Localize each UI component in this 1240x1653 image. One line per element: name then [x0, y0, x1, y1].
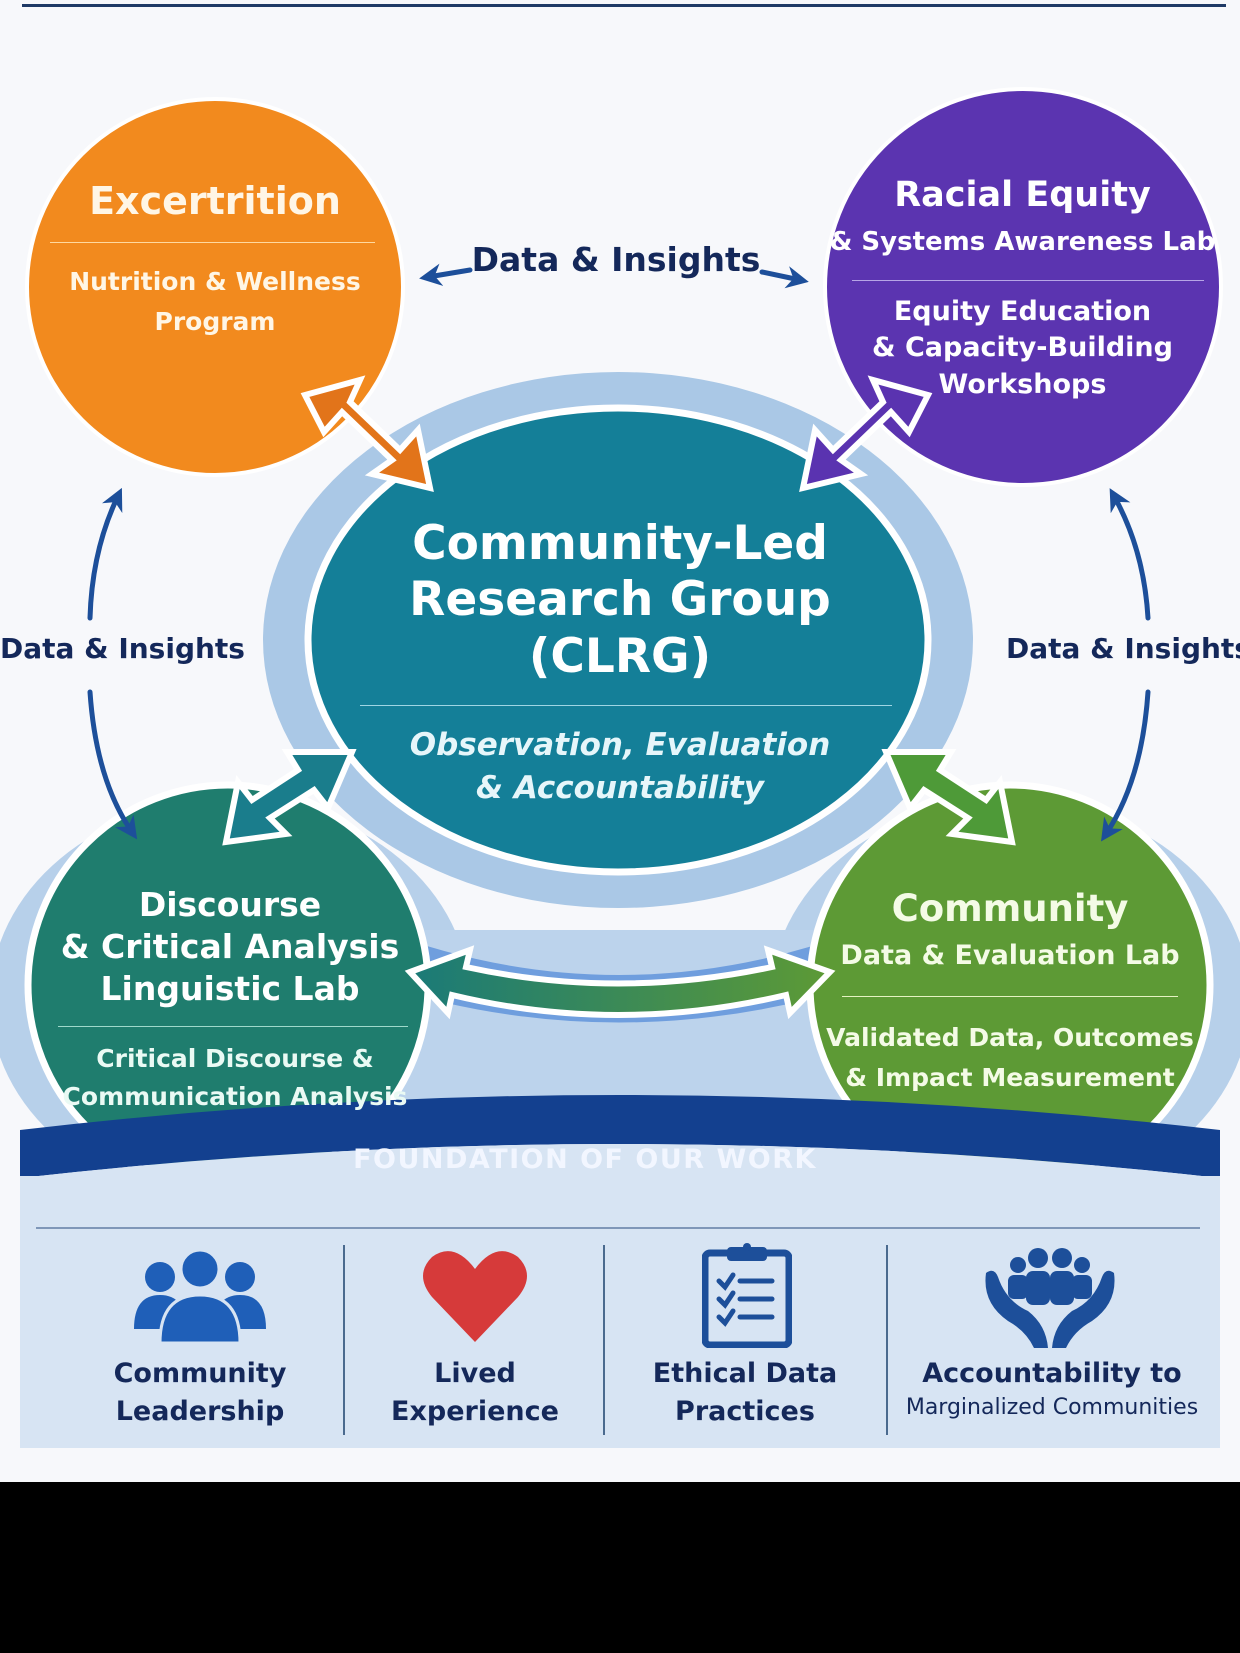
arrow-right-up — [1109, 488, 1151, 621]
pillar-separator — [343, 1245, 345, 1435]
flow-label-top: Data & Insights — [471, 240, 761, 279]
center-title: Community-Led Research Group (CLRG) — [360, 516, 880, 685]
bottom-left-subtitle-line: Communication Analysis — [62, 1081, 408, 1111]
top-right-divider — [852, 280, 1204, 281]
heart-icon — [423, 1251, 527, 1342]
arrow-left-up — [87, 487, 123, 621]
double-arrow-teal-left — [222, 749, 357, 846]
center-divider — [360, 705, 892, 706]
flow-arrows — [87, 263, 1151, 842]
arrow-right-down — [1101, 689, 1151, 842]
pillar-label: Ethical Data Practices — [610, 1355, 880, 1431]
center-subtitle-line: Observation, Evaluation — [409, 727, 831, 763]
top-left-circle — [25, 97, 405, 477]
pillar-label-line: Accountability to — [922, 1358, 1182, 1389]
pillar-community-leadership: Community Leadership — [60, 1225, 340, 1445]
center-title-line: (CLRG) — [528, 628, 712, 684]
bottom-left-title-line: & Critical Analysis — [60, 927, 400, 967]
center-subtitle: Observation, Evaluation & Accountability — [380, 724, 860, 811]
double-arrow-bottom — [404, 945, 836, 1020]
pillar-label: Lived Experience — [350, 1355, 600, 1431]
center-title-line: Community-Led — [412, 516, 828, 571]
pillar-accountability: Accountability to Marginalized Communiti… — [892, 1225, 1212, 1445]
top-right-subtitle: Equity Education & Capacity-Building Wor… — [830, 294, 1215, 403]
top-right-subtitle-line: & Capacity-Building — [872, 332, 1173, 364]
clipboard-checklist-icon — [702, 1243, 792, 1348]
pillar-label-line: Community — [113, 1358, 287, 1389]
pillar-label-line: Marginalized Communities — [905, 1394, 1199, 1420]
bottom-left-subtitle-line: Critical Discourse & — [96, 1044, 374, 1073]
top-left-subtitle: Nutrition & Wellness Program — [40, 262, 390, 342]
top-right-title-sub: & Systems Awareness Lab — [829, 227, 1216, 257]
diagram-canvas: Excertrition Nutrition & Wellness Progra… — [0, 0, 1240, 1482]
top-rule — [22, 4, 1226, 7]
foundation-banner-title: FOUNDATION OF OUR WORK — [353, 1144, 817, 1175]
double-arrow-green-right — [881, 749, 1016, 846]
top-left-subtitle-line: Program — [154, 307, 276, 336]
pillar-ethical-data: Ethical Data Practices — [610, 1225, 880, 1445]
pillar-lived-experience: Lived Experience — [350, 1225, 600, 1445]
pillar-label-line: Ethical Data — [652, 1358, 838, 1389]
hands-holding-people-icon — [985, 1248, 1115, 1348]
double-arrow-purple — [799, 375, 933, 493]
people-group-icon — [134, 1248, 266, 1345]
flow-label-left: Data & Insights — [0, 632, 245, 665]
bottom-right-subtitle-line: Validated Data, Outcomes — [826, 1023, 1194, 1052]
center-circle — [304, 404, 932, 876]
bottom-left-title-line: Linguistic Lab — [100, 969, 360, 1009]
bottom-right-divider — [842, 996, 1178, 997]
pillar-label-line: Practices — [675, 1395, 815, 1427]
bottom-right-title-sub: Data & Evaluation Lab — [840, 940, 1180, 971]
top-left-title: Excertrition — [89, 179, 341, 223]
pillar-label: Community Leadership — [60, 1355, 340, 1431]
top-right-subtitle-line: Equity Education — [893, 296, 1152, 327]
top-right-subtitle-line: Workshops — [938, 368, 1107, 400]
bottom-left-title-line: Discourse — [138, 885, 322, 924]
bottom-left-title: Discourse & Critical Analysis Linguistic… — [40, 884, 420, 1011]
bottom-right-title: Community — [891, 887, 1129, 930]
arrow-left-down — [87, 689, 138, 840]
top-right-title: Racial Equity — [894, 175, 1151, 215]
center-title-line: Research Group — [409, 572, 831, 628]
pillar-separator — [603, 1245, 605, 1435]
pillar-label: Accountability to Marginalized Communiti… — [892, 1355, 1212, 1424]
pillar-label-line: Leadership — [115, 1395, 285, 1427]
flow-label-right: Data & Insights — [1006, 632, 1240, 665]
pillar-label-line: Lived Experience — [391, 1358, 559, 1427]
bottom-right-subtitle-line: & Impact Measurement — [845, 1063, 1175, 1092]
diagram-graphics — [0, 87, 1240, 1448]
pillar-separator — [886, 1245, 888, 1435]
arrow-right-top — [759, 266, 809, 289]
bottom-left-subtitle: Critical Discourse & Communication Analy… — [50, 1040, 420, 1115]
center-subtitle-line: & Accountability — [476, 770, 764, 807]
top-left-subtitle-line: Nutrition & Wellness — [69, 267, 361, 296]
top-right-circle — [823, 87, 1223, 487]
bottom-right-subtitle: Validated Data, Outcomes & Impact Measur… — [820, 1018, 1200, 1098]
top-left-divider — [50, 242, 375, 243]
double-arrow-orange — [300, 375, 434, 493]
arrow-left-top — [419, 263, 473, 286]
bottom-left-divider — [58, 1026, 408, 1027]
